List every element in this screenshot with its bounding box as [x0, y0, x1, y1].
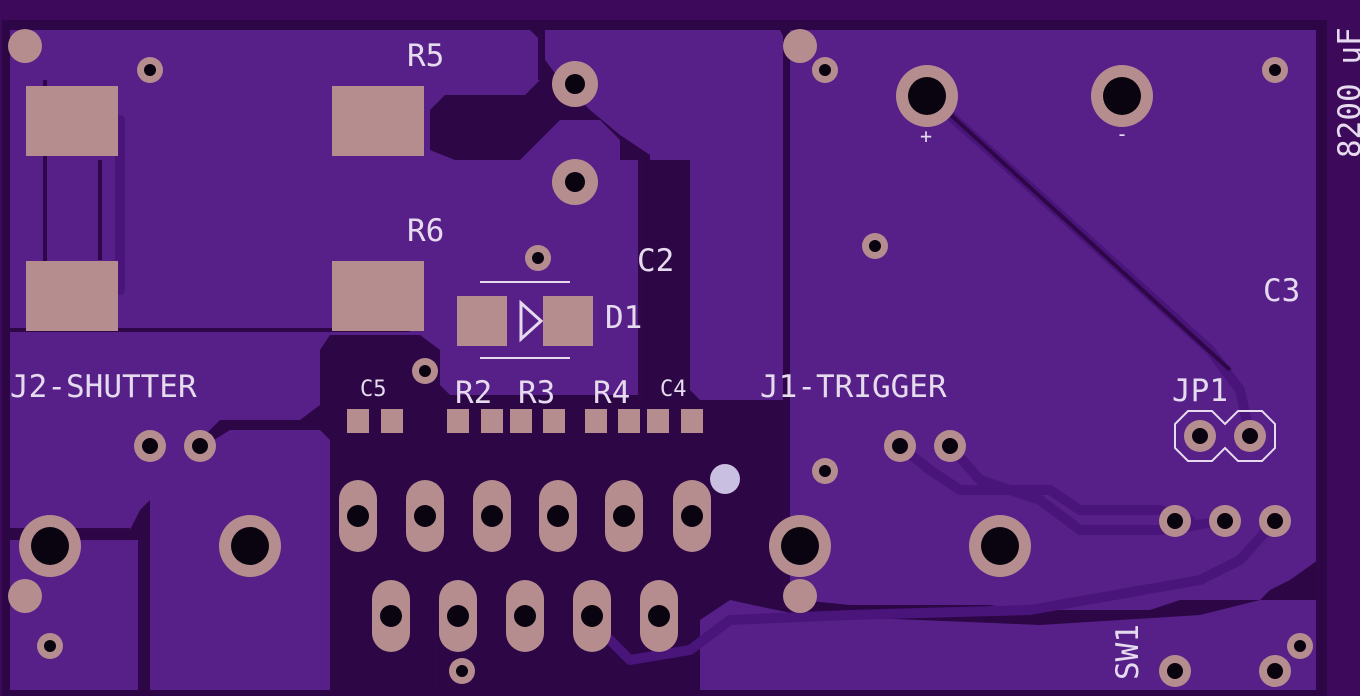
label-r6: R6: [407, 213, 444, 249]
mount-pad: [8, 29, 42, 63]
small-pads: [37, 57, 1313, 687]
drill: [648, 605, 670, 627]
medium-pads: [552, 61, 598, 205]
pad-r4-2: [618, 409, 640, 433]
drill: [192, 438, 208, 454]
drill: [1217, 513, 1233, 529]
drill: [613, 505, 635, 527]
drill: [1269, 64, 1281, 76]
drill: [414, 505, 436, 527]
drill: [419, 365, 431, 377]
drill: [1242, 428, 1258, 444]
d1-diode-symbol: [519, 299, 544, 343]
silkscreen-graphics: [480, 281, 1276, 462]
pad-j2-top: [26, 86, 118, 156]
pad-c4-2: [681, 409, 703, 433]
drill: [144, 64, 156, 76]
label-d1: D1: [605, 300, 642, 336]
drill: [1267, 663, 1283, 679]
gap-10: [928, 94, 1232, 372]
drill: [781, 527, 819, 565]
drill: [44, 640, 56, 652]
drill: [380, 605, 402, 627]
drill: [547, 505, 569, 527]
label-sw1: SW1: [1110, 624, 1146, 680]
drill: [481, 505, 503, 527]
label-cap-value: 8200 uF: [1332, 27, 1360, 158]
drill: [681, 505, 703, 527]
drill: [565, 74, 585, 94]
pad-r3-1: [510, 409, 532, 433]
drill: [1103, 77, 1141, 115]
mounting-pads: [8, 29, 817, 613]
drill: [819, 465, 831, 477]
drill: [532, 252, 544, 264]
label-j2: J2-SHUTTER: [10, 369, 197, 405]
pad-r2-1: [447, 409, 469, 433]
trace-j1-bottom: [895, 441, 1195, 525]
drill: [819, 64, 831, 76]
fiducial: [710, 464, 740, 494]
pad-r5: [332, 86, 424, 156]
drill: [565, 172, 585, 192]
drill: [1294, 640, 1306, 652]
drill: [981, 527, 1019, 565]
pour-top-left: [10, 30, 640, 530]
pad-r2-2: [481, 409, 503, 433]
oval-pads: [339, 480, 711, 652]
pad-c5-2: [381, 409, 403, 433]
drill: [869, 240, 881, 252]
drill: [347, 505, 369, 527]
drill: [1167, 663, 1183, 679]
drill: [1167, 513, 1183, 529]
drill: [581, 605, 603, 627]
label-c3: C3: [1263, 273, 1300, 309]
pad-j2-bottom: [26, 261, 118, 331]
label-minus: -: [1116, 122, 1128, 146]
smd-pads: [26, 86, 703, 433]
drill: [514, 605, 536, 627]
drill: [908, 77, 946, 115]
label-c5: C5: [360, 377, 387, 402]
pad-c5-1: [347, 409, 369, 433]
pad-d1-k: [543, 296, 593, 346]
label-c4: C4: [660, 377, 687, 402]
drill: [456, 665, 468, 677]
pad-d1-a: [457, 296, 507, 346]
oval-drills: [347, 505, 703, 627]
drill: [942, 438, 958, 454]
mount-pad: [8, 579, 42, 613]
drill: [447, 605, 469, 627]
drill: [1192, 428, 1208, 444]
jp1-outline: [1174, 410, 1276, 462]
drill: [892, 438, 908, 454]
label-r2: R2: [455, 375, 492, 411]
trace-bottom-long: [605, 516, 1280, 665]
mount-pad: [783, 29, 817, 63]
label-r3: R3: [518, 375, 555, 411]
pad-c4-1: [647, 409, 669, 433]
pad-r6: [332, 261, 424, 331]
label-plus: +: [920, 124, 932, 148]
silkscreen-labels: R5 R6 C2 D1 C3 J2-SHUTTER C5 R2 R3 R4 C4…: [10, 27, 1360, 680]
large-pads: [19, 65, 1153, 577]
drill: [1267, 513, 1283, 529]
copper-pour: [10, 30, 1318, 690]
drill: [31, 527, 69, 565]
drill: [231, 527, 269, 565]
pad-r3-2: [543, 409, 565, 433]
mount-pad: [783, 579, 817, 613]
pad-r4-1: [585, 409, 607, 433]
label-j1: J1-TRIGGER: [760, 369, 947, 405]
label-c2: C2: [637, 243, 674, 279]
label-r4: R4: [593, 375, 630, 411]
pour-top-center: [545, 30, 785, 400]
drill: [142, 438, 158, 454]
label-r5: R5: [407, 38, 444, 74]
label-jp1: JP1: [1172, 373, 1228, 409]
